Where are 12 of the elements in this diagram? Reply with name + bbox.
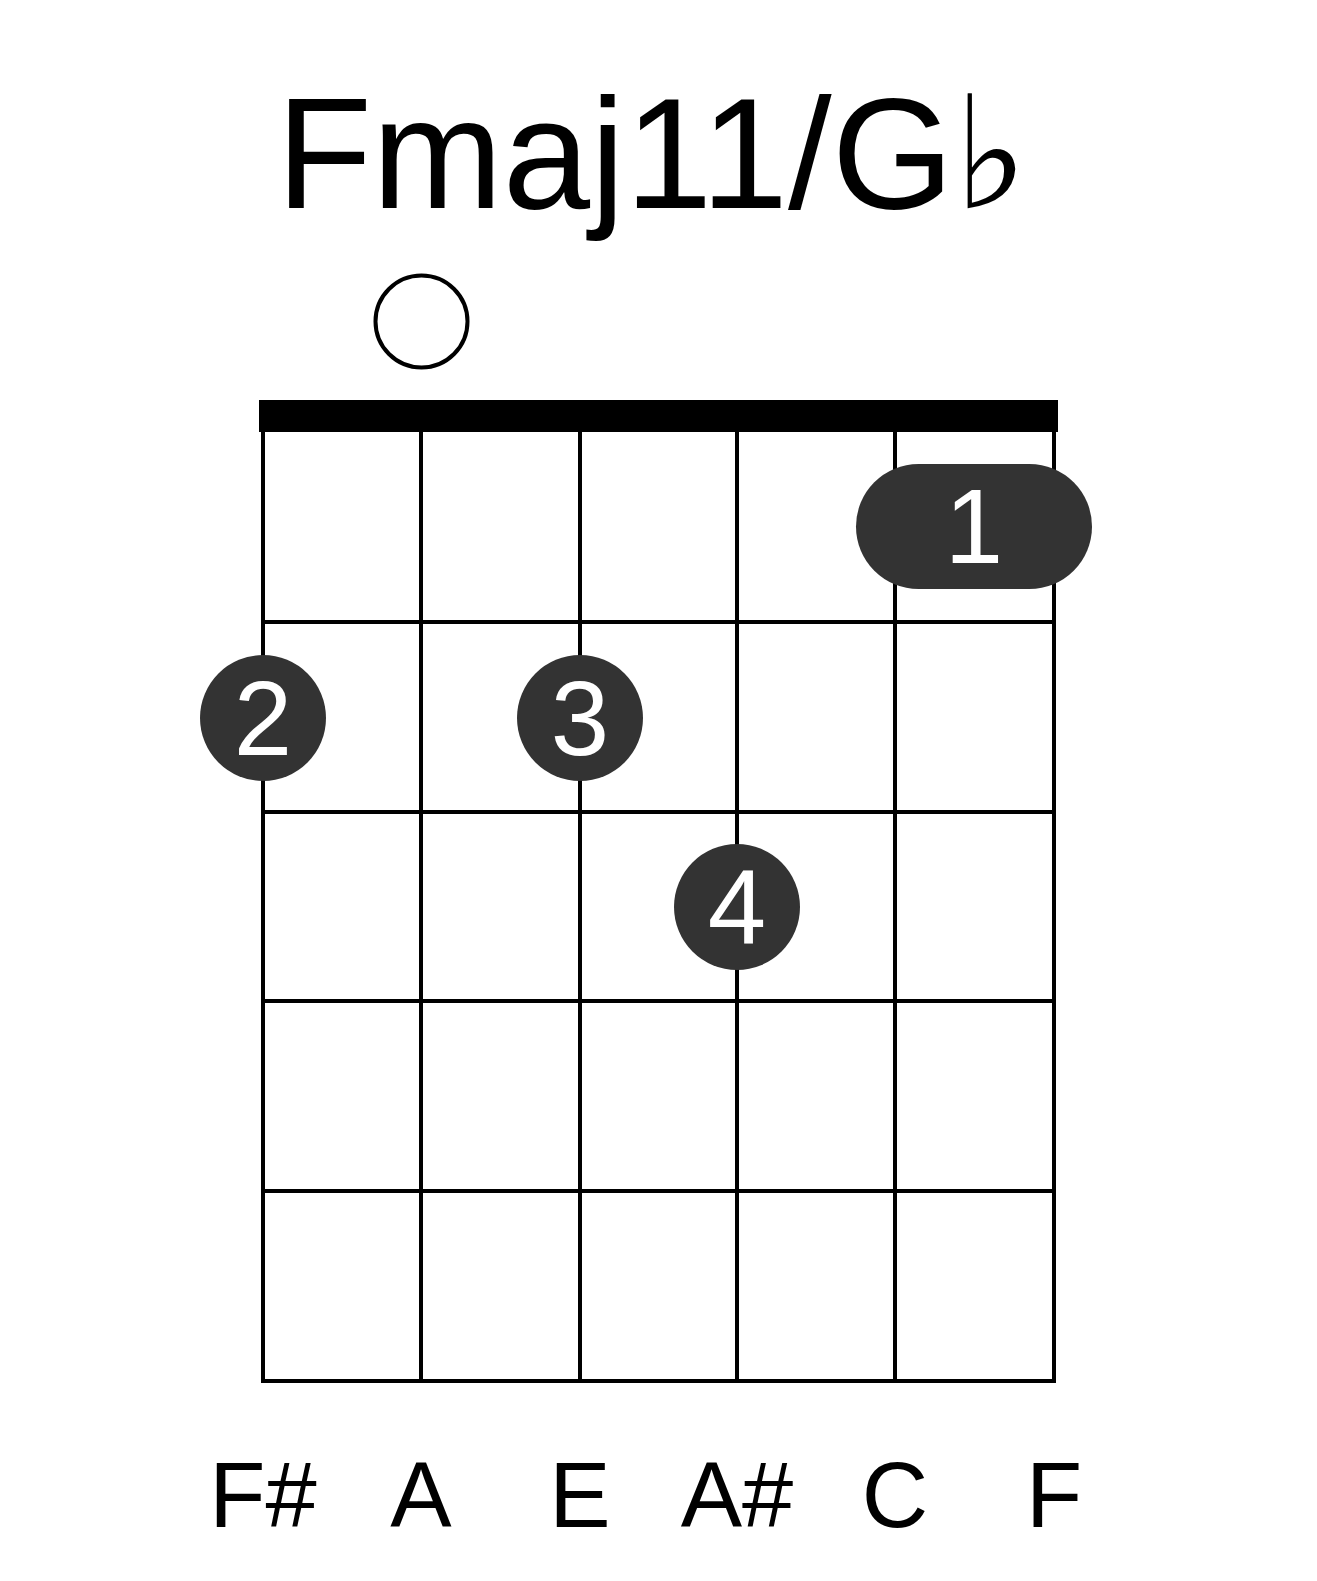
finger-dot: 4 xyxy=(674,844,800,970)
finger-dot: 3 xyxy=(517,655,643,781)
note-label: A# xyxy=(680,1449,794,1541)
note-label: A xyxy=(390,1449,452,1541)
chord-title: Fmaj11/G♭ xyxy=(276,65,1028,243)
note-label: F# xyxy=(209,1449,317,1541)
barre-marker: 1 xyxy=(856,464,1092,589)
note-label: C xyxy=(861,1449,929,1541)
finger-dot: 2 xyxy=(200,655,326,781)
circle-icon xyxy=(373,273,470,370)
note-label: E xyxy=(549,1449,611,1541)
note-label: F xyxy=(1025,1449,1083,1541)
